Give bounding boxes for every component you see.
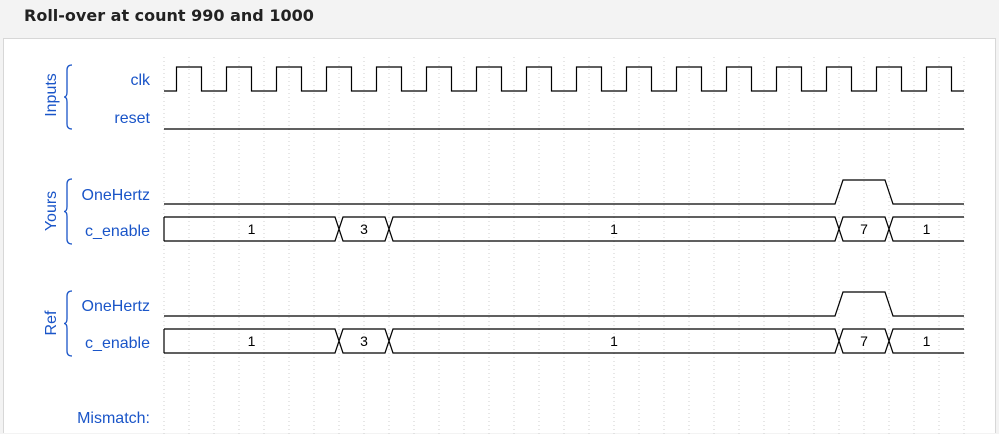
ref-onehertz-waveform bbox=[164, 291, 964, 317]
bus-segment bbox=[338, 328, 390, 354]
ref-c-enable-bus: 1 3 1 7 1 bbox=[163, 328, 964, 354]
label-layer: Inputs Yours Ref clk reset OneHertz c_en… bbox=[43, 72, 151, 427]
signal-label-reset: reset bbox=[114, 110, 150, 127]
page-title: Roll-over at count 990 and 1000 bbox=[24, 6, 314, 25]
bus-value-label: 1 bbox=[248, 221, 256, 237]
brace-yours bbox=[63, 178, 73, 245]
bus-value-label: 1 bbox=[248, 333, 256, 349]
waveform-panel: Inputs Yours Ref clk reset OneHertz c_en… bbox=[3, 38, 996, 434]
bus-segment bbox=[388, 216, 840, 242]
yours-c-enable-bus: 1 3 1 7 1 bbox=[163, 216, 964, 242]
bus-segment bbox=[388, 328, 840, 354]
bus-segment bbox=[338, 216, 390, 242]
signal-label-ref-onehertz: OneHertz bbox=[82, 298, 150, 315]
waveform-diagram: Inputs Yours Ref clk reset OneHertz c_en… bbox=[43, 57, 965, 434]
brace-inputs bbox=[63, 64, 73, 130]
brace-ref bbox=[63, 290, 73, 357]
signal-label-clk: clk bbox=[130, 72, 151, 89]
bus-segment bbox=[163, 328, 340, 354]
bus-value-label: 1 bbox=[923, 221, 931, 237]
bus-value-label: 1 bbox=[610, 221, 618, 237]
mismatch-label: Mismatch: bbox=[77, 410, 150, 427]
clk-waveform bbox=[164, 66, 964, 92]
grid-layer bbox=[163, 57, 965, 434]
signal-label-ref-c-enable: c_enable bbox=[85, 335, 150, 352]
bus-segment bbox=[888, 216, 964, 242]
bus-segment bbox=[163, 216, 340, 242]
bus-value-label: 7 bbox=[860, 333, 868, 349]
yours-onehertz-waveform bbox=[164, 179, 964, 205]
group-label-ref: Ref bbox=[43, 310, 60, 335]
bus-segment bbox=[838, 328, 890, 354]
bus-value-label: 3 bbox=[360, 333, 368, 349]
brace-layer bbox=[63, 64, 73, 357]
bus-value-label: 1 bbox=[610, 333, 618, 349]
bus-value-label: 1 bbox=[923, 333, 931, 349]
signal-label-yours-c-enable: c_enable bbox=[85, 223, 150, 240]
bus-value-label: 7 bbox=[860, 221, 868, 237]
signal-label-yours-onehertz: OneHertz bbox=[82, 187, 150, 204]
group-label-yours: Yours bbox=[43, 191, 60, 231]
wave-layer: 1 3 1 7 1 1 3 1 7 1 bbox=[163, 66, 964, 354]
group-label-inputs: Inputs bbox=[43, 73, 60, 117]
bus-segment bbox=[838, 216, 890, 242]
bus-value-label: 3 bbox=[360, 221, 368, 237]
bus-segment bbox=[888, 328, 964, 354]
